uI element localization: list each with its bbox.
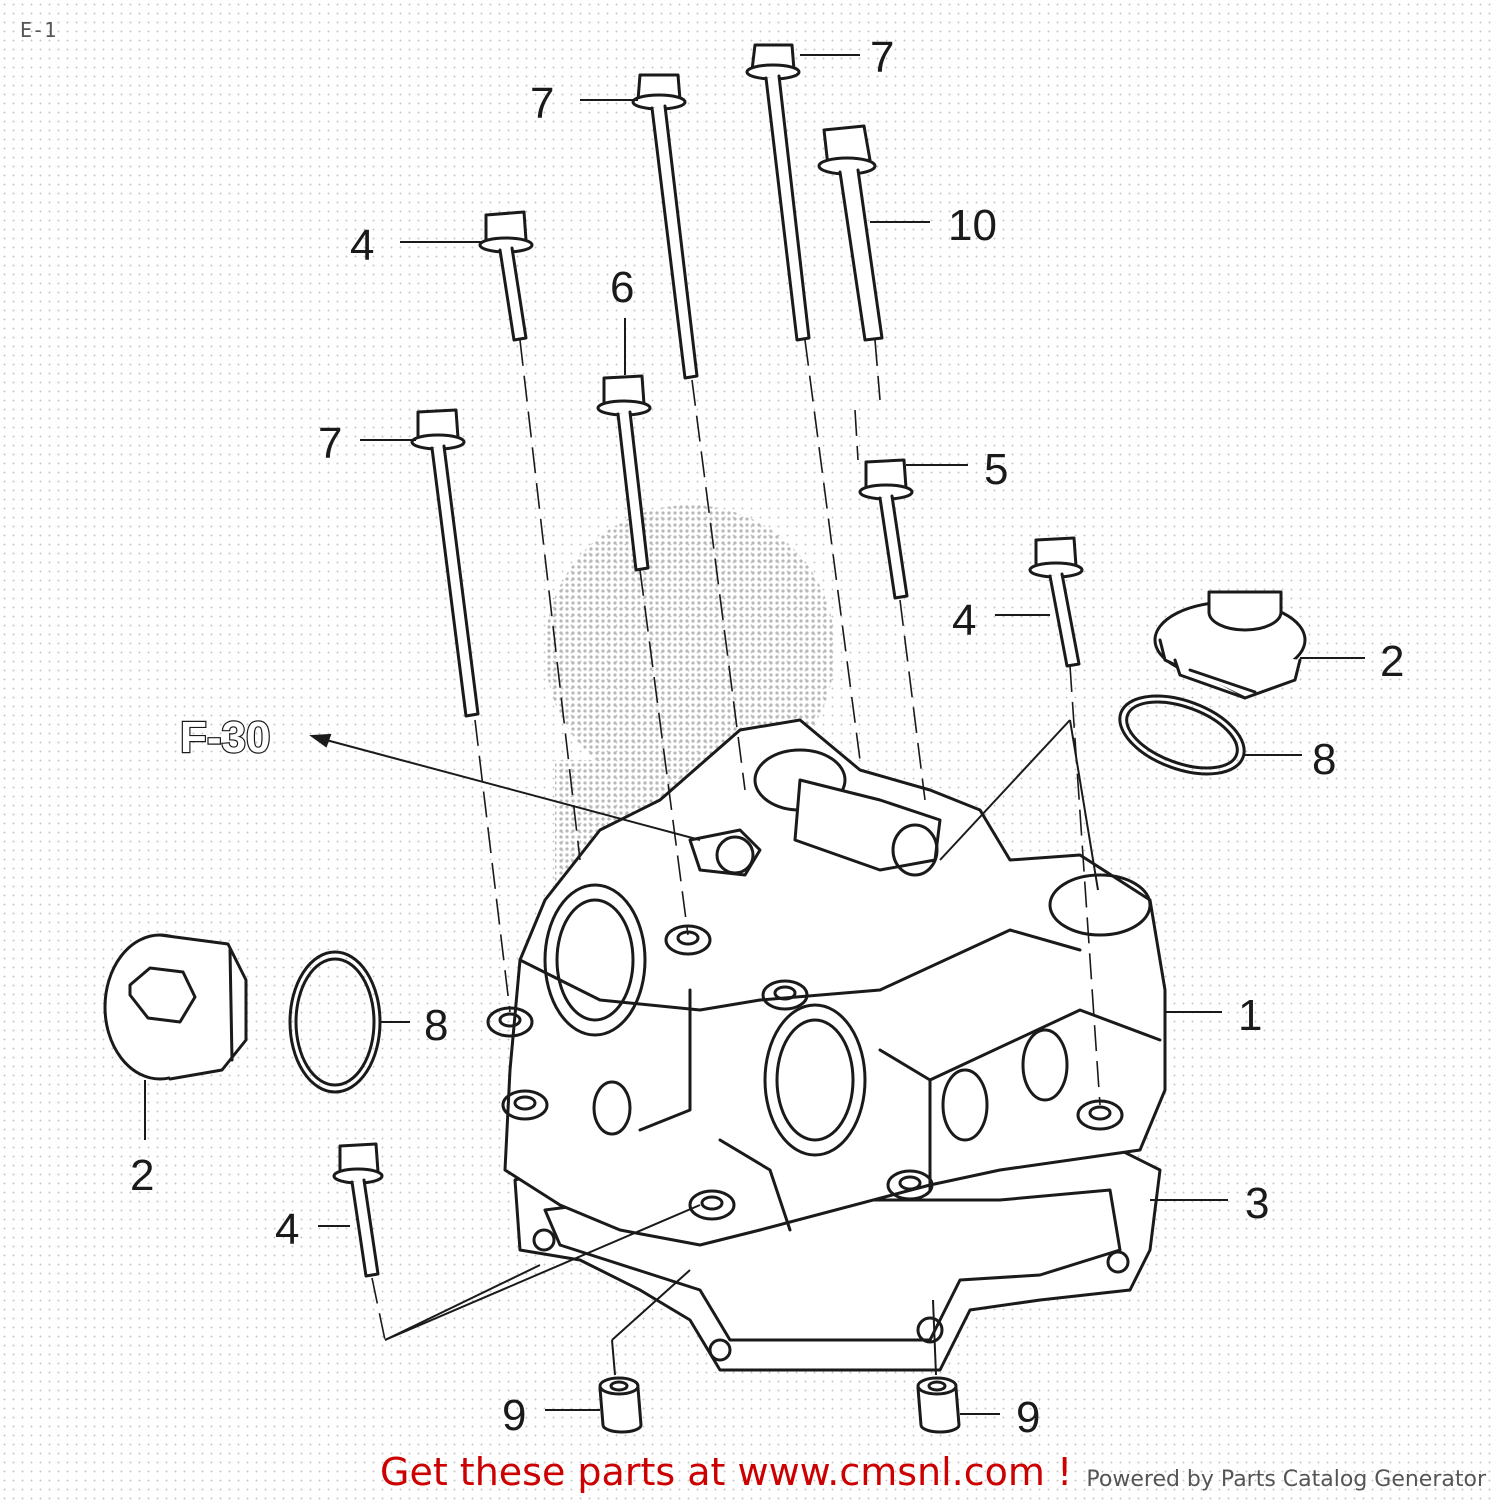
bolt-boss: [501, 1089, 549, 1121]
bolt-4-top: [478, 210, 534, 342]
arrow-head: [309, 733, 332, 748]
reference-arrow: [314, 736, 701, 841]
cylinder-head-cover: [486, 718, 1167, 1247]
powered-by-text: Powered by Parts Catalog Generator: [1086, 1467, 1486, 1492]
reference-label: F-30: [180, 713, 270, 762]
bolt-10: [817, 124, 884, 342]
bolt-boss: [688, 1189, 736, 1221]
oil-filler-cap-right: [1153, 590, 1307, 700]
callout-8: 8: [1312, 735, 1336, 784]
callout-7: 7: [530, 79, 554, 128]
callout-5: 5: [984, 445, 1008, 494]
callout-1: 1: [1238, 991, 1262, 1040]
callout-9: 9: [1016, 1393, 1040, 1442]
bolt-boss: [886, 1169, 934, 1201]
bolt-7-top-left: [631, 73, 699, 380]
oring-right: [1118, 694, 1246, 776]
gasket-hole: [708, 1338, 732, 1362]
callout-7: 7: [870, 33, 894, 82]
dowel-pin-right: [916, 1376, 961, 1434]
bolt-boss: [761, 979, 809, 1011]
callout-6: 6: [610, 263, 634, 312]
promo-link[interactable]: Get these parts at www.cmsnl.com !: [380, 1450, 1073, 1494]
gasket-hole: [1106, 1250, 1130, 1274]
callout-7: 7: [318, 419, 342, 468]
callout-3: 3: [1245, 1179, 1269, 1228]
bolt-boss: [664, 924, 712, 956]
gasket-hole: [916, 1316, 944, 1344]
spark-plug-bore: [543, 883, 647, 1037]
bolt-7-left: [410, 408, 480, 718]
callout-4: 4: [350, 221, 374, 270]
callout-2: 2: [130, 1151, 154, 1200]
bolt-7-top-center: [745, 43, 811, 342]
callout-2: 2: [1380, 637, 1404, 686]
spark-plug-bore: [763, 1003, 867, 1157]
callout-4: 4: [275, 1205, 299, 1254]
oil-filler-cap-left: [103, 933, 248, 1081]
gasket-hole: [532, 1228, 556, 1252]
oring-left: [288, 950, 382, 1094]
section-code: E-1: [20, 18, 57, 42]
callout-4: 4: [952, 596, 976, 645]
bolt-4-bottom: [332, 1142, 384, 1278]
bolt-5: [858, 458, 914, 600]
bolt-6: [596, 374, 652, 572]
callout-9: 9: [502, 1391, 526, 1440]
callout-8: 8: [424, 1001, 448, 1050]
bolt-4-right: [1028, 536, 1084, 668]
dowel-pin-left: [598, 1376, 643, 1434]
callout-10: 10: [948, 201, 997, 250]
